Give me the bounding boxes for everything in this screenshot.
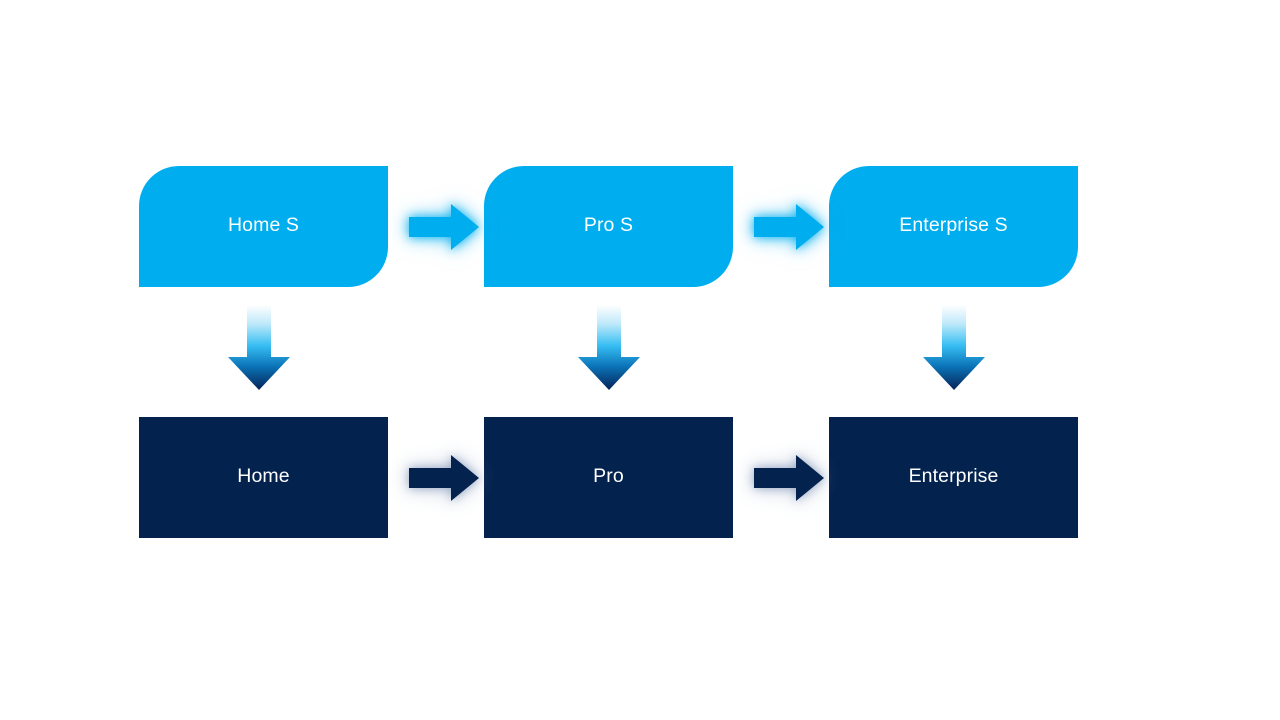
node-enterprise[interactable]: Enterprise xyxy=(829,417,1078,538)
arrow-right-icon-pro-to-enterprise xyxy=(754,455,824,501)
node-home-s[interactable]: Home S xyxy=(139,166,388,287)
node-pro-s[interactable]: Pro S xyxy=(484,166,733,287)
arrow-down-icon-pro-s-to-pro xyxy=(578,305,640,390)
node-enterprise-s-label: Enterprise S xyxy=(899,214,1008,237)
node-home-s-label: Home S xyxy=(227,214,300,237)
node-pro-label: Pro xyxy=(593,465,624,488)
arrow-right-icon-pro-s-to-enterprise-s xyxy=(754,204,824,250)
node-enterprise-label: Enterprise xyxy=(908,465,999,488)
node-pro[interactable]: Pro xyxy=(484,417,733,538)
arrow-right-icon-home-s-to-pro-s xyxy=(409,204,479,250)
arrow-right-icon-home-to-pro xyxy=(409,455,479,501)
node-home-label: Home xyxy=(237,465,290,488)
node-enterprise-s[interactable]: Enterprise S xyxy=(829,166,1078,287)
arrow-down-icon-enterprise-s-to-enterprise xyxy=(923,305,985,390)
node-home[interactable]: Home xyxy=(139,417,388,538)
node-pro-s-label: Pro S xyxy=(583,214,634,237)
arrow-down-icon-home-s-to-home xyxy=(228,305,290,390)
